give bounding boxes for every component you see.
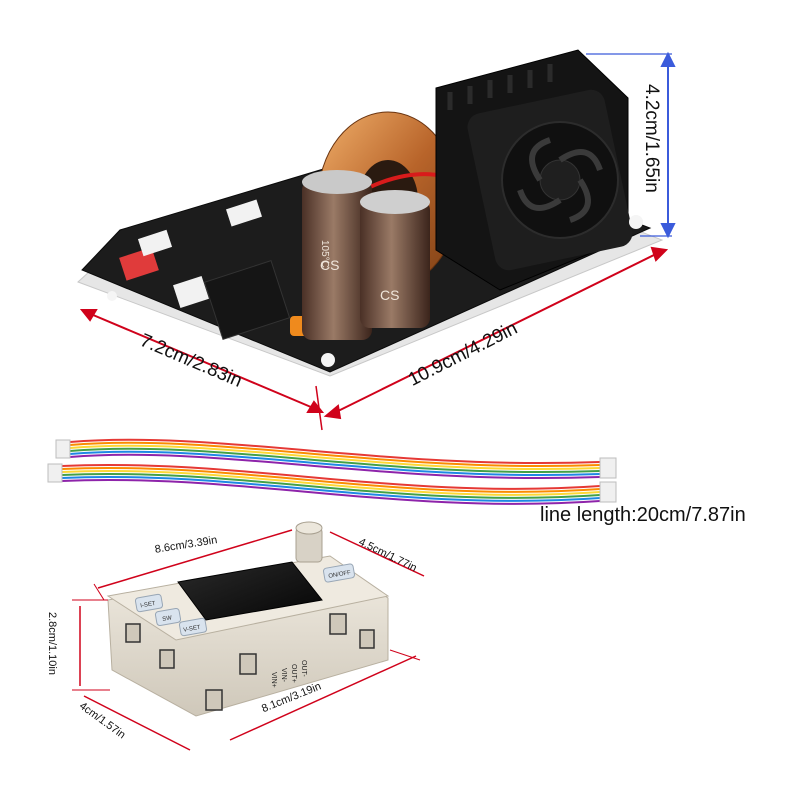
ribbon-cable: [55, 438, 617, 480]
clip: [239, 653, 257, 675]
clip: [125, 623, 141, 643]
port-label: VIN+: [270, 672, 277, 688]
clip: [159, 649, 175, 669]
port-label: OUT-: [300, 660, 307, 677]
standoff: [321, 353, 335, 367]
dip-switch: [119, 247, 159, 281]
power-board: CS 105°C CS: [77, 49, 664, 377]
display-module: I-SET SW V-SET ON/OFF VIN+ VIN- OUT+ OUT…: [106, 521, 390, 717]
rotary-knob[interactable]: [295, 521, 323, 563]
capacitor: CS: [360, 190, 430, 328]
button-sw[interactable]: [154, 607, 182, 627]
button-on-off[interactable]: [322, 563, 356, 583]
display-height-label: 2.8cm/1.10in: [46, 612, 58, 675]
button-label: I-SET: [140, 601, 156, 610]
lcd-screen: [177, 561, 323, 621]
standoff: [107, 291, 117, 301]
cooling-fan: [435, 49, 643, 291]
clip: [329, 613, 347, 635]
capacitor-label: CS: [320, 257, 339, 273]
button-i-set[interactable]: [134, 593, 164, 613]
terminal-block: [203, 260, 291, 340]
height-arrow: [660, 51, 676, 239]
board-height-label: 4.2cm/1.65in: [641, 84, 662, 193]
port-label: OUT+: [290, 664, 297, 683]
connector: [173, 275, 209, 309]
clip: [359, 629, 375, 649]
dimension-arrows-display: [72, 529, 425, 751]
dimension-arrows-board: [79, 53, 672, 431]
button-label: V-SET: [183, 625, 201, 634]
wire-length-label: line length:20cm/7.87in: [540, 504, 746, 526]
ribbon-cable: [47, 463, 617, 505]
capacitor-rating: 105°C: [319, 240, 330, 268]
button-v-set[interactable]: [178, 617, 208, 637]
capacitor-label: CS: [380, 287, 399, 303]
connector: [137, 229, 173, 257]
capacitor: CS 105°C: [302, 170, 372, 340]
button-label: ON/OFF: [328, 570, 352, 580]
connector: [226, 199, 262, 227]
clip: [205, 689, 223, 711]
port-label: VIN-: [280, 668, 287, 683]
ribbon-cables: [47, 438, 617, 505]
button-label: SW: [162, 615, 173, 623]
